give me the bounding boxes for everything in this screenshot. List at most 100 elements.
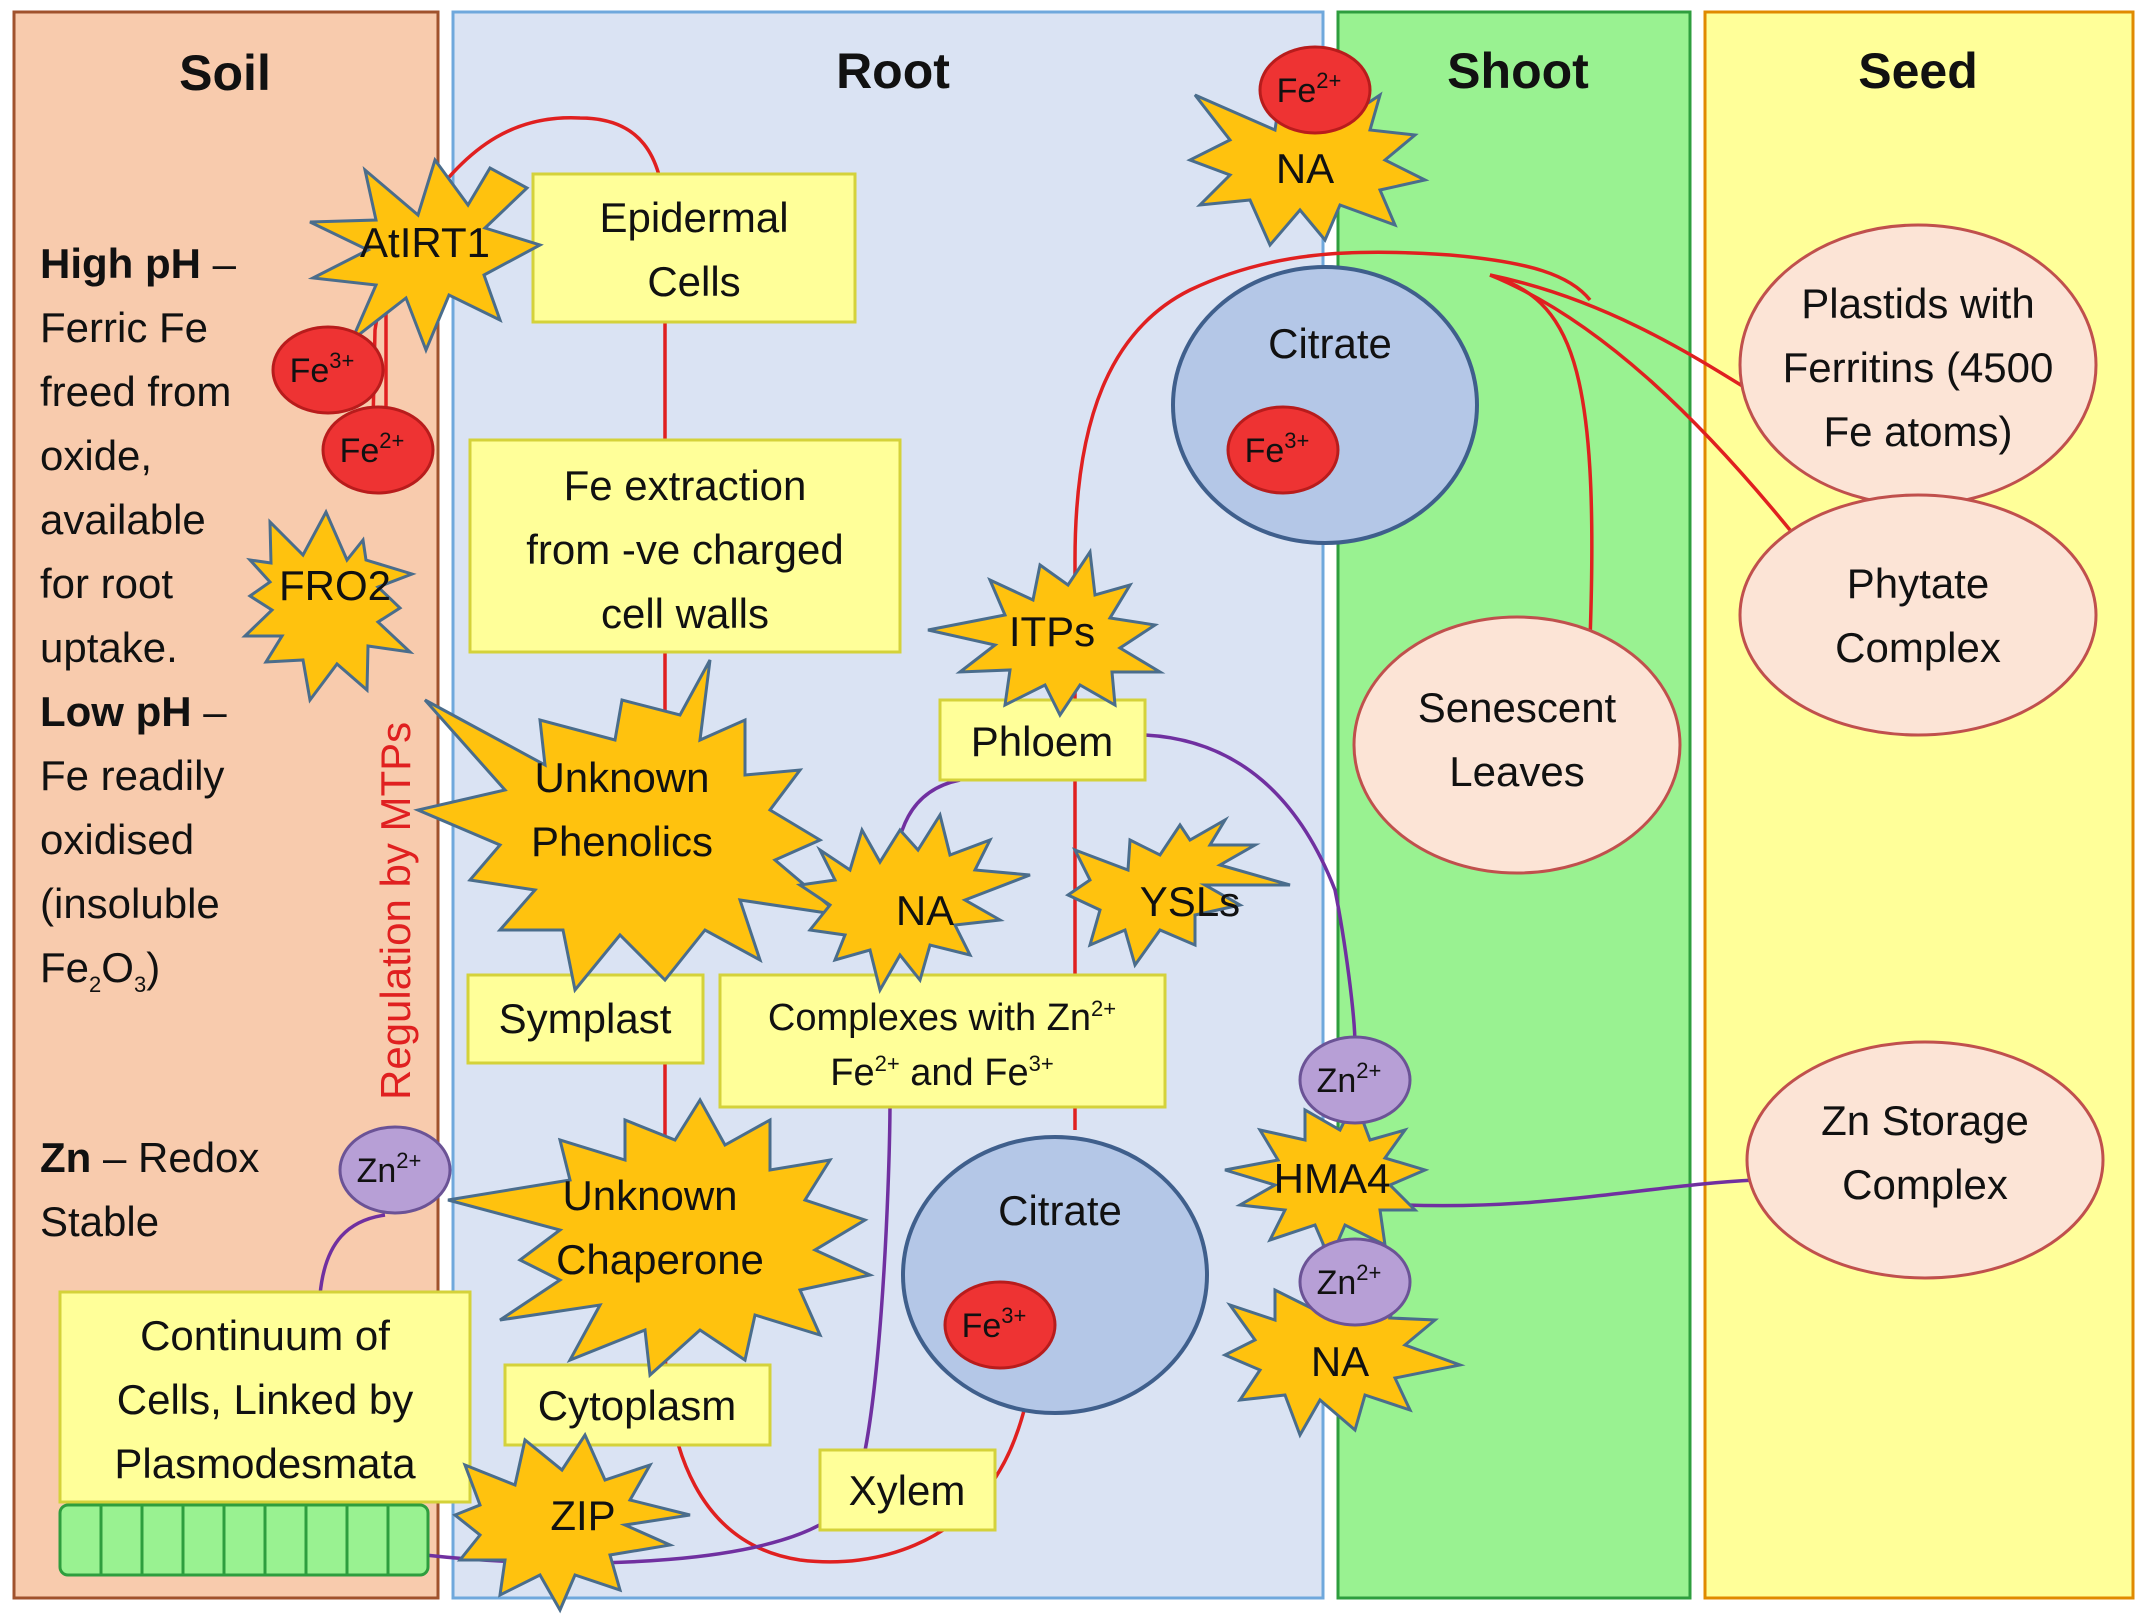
- phloem-label: Phloem: [971, 718, 1113, 765]
- zn-heading: Zn – Redox: [40, 1134, 259, 1181]
- seed-title: Seed: [1858, 43, 1978, 99]
- complexes-line-1: Complexes with Zn2+: [768, 996, 1116, 1039]
- phenolics-line-1: Unknown: [534, 754, 709, 801]
- citrate-root-label: Citrate: [998, 1187, 1122, 1234]
- zn-storage-oval: Zn Storage Complex: [1745, 1040, 2105, 1280]
- na-bottom-label: NA: [1311, 1338, 1369, 1385]
- phenolics-line-2: Phenolics: [531, 818, 713, 865]
- fe2-ion-shoot-top-label: Fe2+: [1277, 68, 1342, 110]
- na-middle-label: NA: [896, 887, 954, 934]
- iron-path-xylem-up: [1073, 250, 1592, 1130]
- phytate-line-2: Complex: [1835, 624, 2001, 671]
- iron-path-to-phytate: [1489, 273, 1792, 532]
- citrate-shoot: Citrate: [1171, 265, 1479, 545]
- plastids-line-2: Ferritins (4500: [1783, 344, 2054, 391]
- plastids-oval: Plastids with Ferritins (4500 Fe atoms): [1738, 223, 2098, 507]
- itps-label: ITPs: [1009, 608, 1095, 655]
- na-top-star: NA: [1186, 76, 1430, 248]
- high-ph-line-6: uptake.: [40, 624, 178, 671]
- atirt1-label: AtIRT1: [360, 219, 490, 266]
- complexes-box: Complexes with Zn2+ Fe2+ and Fe3+: [718, 973, 1167, 1109]
- continuum-box: Continuum of Cells, Linked by Plasmodesm…: [58, 1290, 472, 1504]
- fro2-star: FRO2: [241, 508, 417, 704]
- zn2-ion-hma4-top: Zn2+: [1298, 1035, 1412, 1125]
- fe3-ion-citrate-shoot: Fe3+: [1226, 405, 1340, 495]
- complexes-line-2: Fe2+ and Fe3+: [830, 1051, 1053, 1094]
- soil-title: Soil: [179, 45, 271, 101]
- cytoplasm-box: Cytoplasm: [503, 1363, 772, 1447]
- high-ph-line-1: Ferric Fe: [40, 304, 208, 351]
- zinc-path-to-seed: [1404, 1178, 1756, 1208]
- zn2-ion-na-bottom: Zn2+: [1298, 1237, 1412, 1327]
- fe3-ion-soil-label: Fe3+: [290, 348, 355, 390]
- low-ph-fe2o3: Fe2O3): [40, 944, 160, 997]
- plastids-line-3: Fe atoms): [1823, 408, 2012, 455]
- high-ph-line-4: available: [40, 496, 206, 543]
- itps-star: ITPs: [927, 547, 1166, 718]
- zn-storage-line-2: Complex: [1842, 1161, 2008, 1208]
- zn-storage-line-1: Zn Storage: [1821, 1097, 2029, 1144]
- fe3-ion-citrate-root-label: Fe3+: [962, 1303, 1027, 1345]
- phloem-box: Phloem: [938, 698, 1147, 782]
- fro2-label: FRO2: [279, 562, 391, 609]
- epidermal-cells-box: Epidermal Cells: [531, 172, 857, 324]
- symplast-label: Symplast: [499, 995, 672, 1042]
- low-ph-line-2: oxidised: [40, 816, 194, 863]
- fe2-ion-soil: Fe2+: [321, 405, 435, 495]
- zn-line-2: Stable: [40, 1198, 159, 1245]
- citrate-shoot-label: Citrate: [1268, 320, 1392, 367]
- fe-extraction-line-3: cell walls: [601, 590, 769, 637]
- epidermal-line-2: Cells: [647, 258, 740, 305]
- high-ph-line-3: oxide,: [40, 432, 152, 479]
- phytate-line-1: Phytate: [1847, 560, 1989, 607]
- chaperone-line-2: Chaperone: [556, 1236, 764, 1283]
- zn2-ion-na-bottom-label: Zn2+: [1317, 1260, 1382, 1302]
- ysls-star: YSLs: [1064, 815, 1291, 969]
- plasmodesmata-cells: [58, 1503, 430, 1577]
- fe-extraction-box: Fe extraction from -ve charged cell wall…: [468, 438, 902, 654]
- senescent-leaves: Senescent Leaves: [1352, 615, 1682, 875]
- cytoplasm-label: Cytoplasm: [538, 1382, 736, 1429]
- zip-star: ZIP: [452, 1431, 691, 1614]
- na-top-label: NA: [1276, 145, 1334, 192]
- high-ph-line-2: freed from: [40, 368, 231, 415]
- xylem-box: Xylem: [818, 1448, 997, 1532]
- xylem-label: Xylem: [849, 1467, 966, 1514]
- citrate-root: Citrate: [901, 1135, 1209, 1415]
- high-ph-heading: High pH –: [40, 240, 237, 287]
- senescent-line-1: Senescent: [1418, 684, 1617, 731]
- zinc-path-soil: [318, 1213, 386, 1296]
- senescent-line-2: Leaves: [1449, 748, 1584, 795]
- symplast-box: Symplast: [466, 973, 705, 1065]
- na-bottom-star: NA: [1221, 1277, 1466, 1439]
- zn2-ion-soil-label: Zn2+: [357, 1148, 422, 1190]
- shoot-title: Shoot: [1447, 43, 1589, 99]
- zn2-ion-hma4-top-label: Zn2+: [1317, 1058, 1382, 1100]
- chaperone-line-1: Unknown: [562, 1172, 737, 1219]
- continuum-line-3: Plasmodesmata: [114, 1440, 416, 1487]
- na-middle-star: NA: [795, 811, 1031, 994]
- fe-extraction-line-2: from -ve charged: [526, 526, 843, 573]
- fe3-ion-soil: Fe3+: [271, 325, 385, 415]
- fe3-ion-citrate-shoot-label: Fe3+: [1245, 428, 1310, 470]
- hma4-label: HMA4: [1274, 1155, 1391, 1202]
- zn2-ion-soil: Zn2+: [338, 1125, 452, 1215]
- fe3-ion-citrate-root: Fe3+: [943, 1280, 1057, 1370]
- hma4-star: HMA4: [1224, 1096, 1430, 1264]
- unknown-chaperone-star: Unknown Chaperone: [447, 1097, 875, 1379]
- fe2-ion-shoot-top: Fe2+: [1258, 45, 1372, 135]
- low-ph-heading: Low pH –: [40, 688, 227, 735]
- ysls-label: YSLs: [1140, 878, 1240, 925]
- low-ph-line-1: Fe readily: [40, 752, 224, 799]
- unknown-phenolics-star: Unknown Phenolics: [413, 659, 846, 994]
- plastids-line-1: Plastids with: [1801, 280, 2034, 327]
- iron-path-to-plastids: [1489, 273, 1766, 402]
- fe2-ion-soil-label: Fe2+: [340, 428, 405, 470]
- continuum-line-2: Cells, Linked by: [117, 1376, 413, 1423]
- epidermal-line-1: Epidermal: [599, 194, 788, 241]
- high-ph-line-5: for root: [40, 560, 173, 607]
- atirt1-star: AtIRT1: [307, 156, 544, 355]
- regulation-label: Regulation by MTPs: [372, 722, 419, 1100]
- low-ph-line-3: (insoluble: [40, 880, 220, 927]
